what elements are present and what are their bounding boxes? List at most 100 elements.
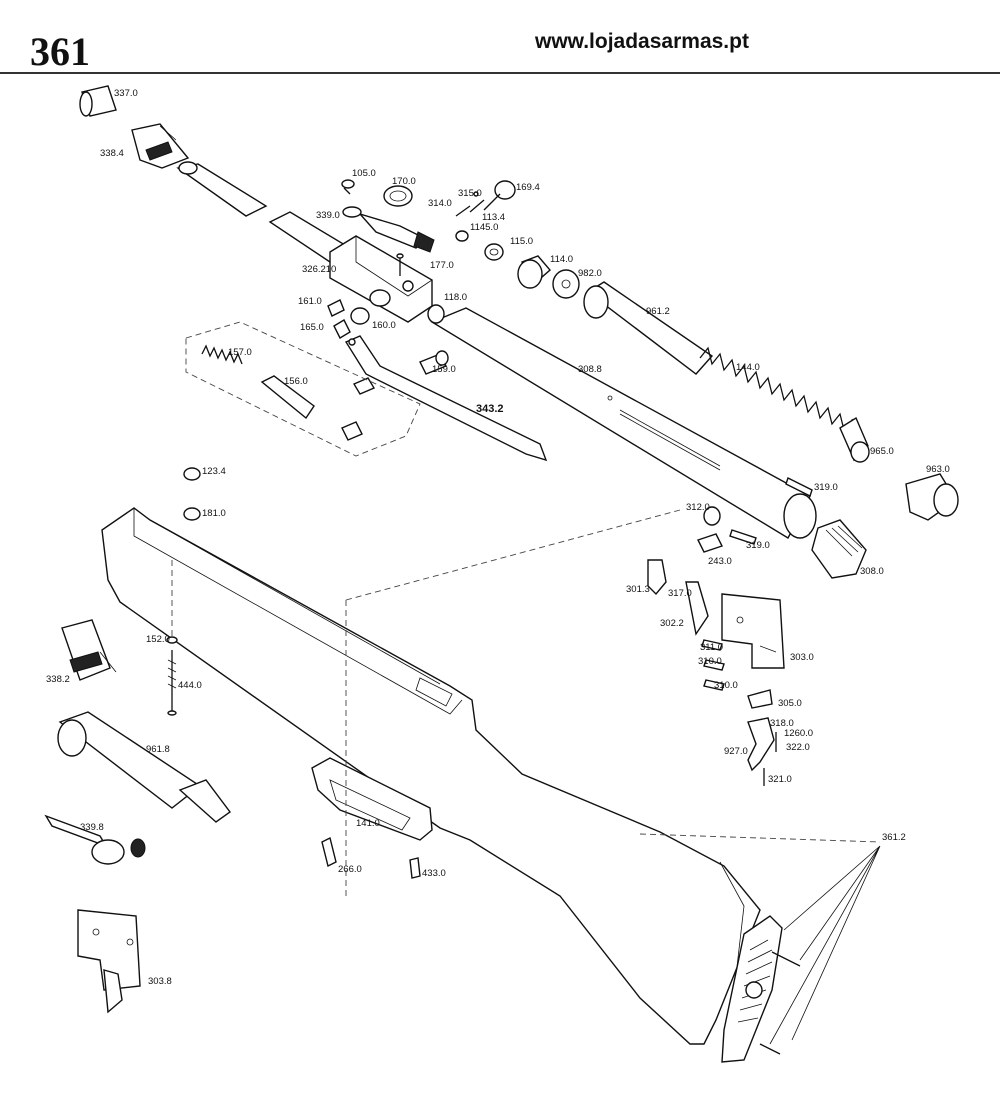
pin-319-lower xyxy=(729,529,757,545)
label-141-0: 141.0 xyxy=(356,818,380,829)
label-161-0: 161.0 xyxy=(298,296,322,307)
label-123-4: 123.4 xyxy=(202,466,226,477)
label-322-0: 322.0 xyxy=(786,742,810,753)
label-321-0: 321.0 xyxy=(768,774,792,785)
pivot-bolt-159 xyxy=(419,350,449,375)
label-319-0-lower: 319.0 xyxy=(746,540,770,551)
label-312-0: 312.0 xyxy=(686,502,710,513)
cocking-lever-343 xyxy=(344,335,548,462)
label-301-3: 301.3 xyxy=(626,584,650,595)
screw-105 xyxy=(341,179,355,195)
screw-177 xyxy=(396,253,404,276)
label-302-2: 302.2 xyxy=(660,618,684,629)
label-159-0: 159.0 xyxy=(432,364,456,375)
seal-114 xyxy=(517,255,551,289)
label-177-0: 177.0 xyxy=(430,260,454,271)
label-1260-0: 1260.0 xyxy=(784,728,813,739)
barrel-front-section xyxy=(176,161,268,217)
front-sight-block xyxy=(131,123,190,169)
label-315-0: 315.0 xyxy=(458,188,482,199)
washer-115 xyxy=(484,243,504,261)
label-963-0: 963.0 xyxy=(926,464,950,475)
screw-433 xyxy=(409,857,421,879)
assembly-outline-dashed xyxy=(185,321,421,457)
label-444-0: 444.0 xyxy=(178,680,202,691)
label-965-0: 965.0 xyxy=(870,446,894,457)
label-144-0: 144.0 xyxy=(736,362,760,373)
leader-361-2 xyxy=(769,845,881,1045)
end-cap-963 xyxy=(905,473,959,521)
label-169-4: 169.4 xyxy=(516,182,540,193)
label-156-0: 156.0 xyxy=(284,376,308,387)
plunger-156 xyxy=(260,375,315,420)
front-sight-cap xyxy=(79,85,117,117)
label-338-2: 338.2 xyxy=(46,674,70,685)
washer-982 xyxy=(552,269,580,299)
label-170-0: 170.0 xyxy=(392,176,416,187)
page-number: 361 xyxy=(30,29,90,74)
label-339-0: 339.0 xyxy=(316,210,340,221)
website-url: www.lojadasarmas.pt xyxy=(535,30,749,53)
label-343-2: 343.2 xyxy=(476,403,504,415)
springs-321-322 xyxy=(763,732,777,786)
adjuster-wheel-169 xyxy=(483,180,516,211)
label-927-0: 927.0 xyxy=(724,746,748,757)
label-105-0: 105.0 xyxy=(352,168,376,179)
label-305-0: 305.0 xyxy=(778,698,802,709)
label-266-0: 266.0 xyxy=(338,864,362,875)
label-961-2: 961.2 xyxy=(646,306,670,317)
part-305 xyxy=(747,689,773,709)
screw-1145 xyxy=(455,230,469,242)
label-115-0: 115.0 xyxy=(510,236,533,247)
spring-157 xyxy=(201,344,243,365)
label-982-0: 982.0 xyxy=(578,268,602,279)
screw-444 xyxy=(166,636,178,716)
label-113-4: 113.4 xyxy=(482,212,505,223)
label-303-0: 303.0 xyxy=(790,652,814,663)
spring-312 xyxy=(703,506,721,526)
label-181-0: 181.0 xyxy=(202,508,226,519)
front-sight-338-2 xyxy=(61,619,117,681)
label-339-8: 339.8 xyxy=(80,822,104,833)
label-961-8: 961.8 xyxy=(146,744,170,755)
rear-sight-339-8 xyxy=(44,814,146,865)
screw-266 xyxy=(321,836,337,868)
label-319-0-upper: 319.0 xyxy=(814,482,838,493)
label-310-0-b: 310.0 xyxy=(714,680,738,691)
piston-961-2 xyxy=(583,281,714,375)
pin-319-upper xyxy=(785,477,813,497)
washer-339 xyxy=(342,206,362,218)
trigger-assembly-303-8 xyxy=(77,909,141,1014)
label-338-4: 338.4 xyxy=(100,148,124,159)
plate-243 xyxy=(697,533,723,553)
stock-caps-123-181 xyxy=(183,467,201,521)
pins-161-165-160 xyxy=(327,299,370,339)
label-361-2: 361.2 xyxy=(882,832,906,843)
label-165-0: 165.0 xyxy=(300,322,324,333)
label-317-0: 317.0 xyxy=(668,588,692,599)
silencer-961-8 xyxy=(57,711,231,823)
small-pins-314-315 xyxy=(455,191,485,217)
trigger-housing-303-0 xyxy=(721,593,785,669)
rear-sight-dial xyxy=(357,185,435,253)
leader-stock-to-trigger xyxy=(345,509,681,601)
label-1145-0: 1145.0 xyxy=(470,222,498,233)
mainspring-144 xyxy=(699,346,857,437)
label-157-0: 157.0 xyxy=(228,347,252,358)
buttplate-361-2 xyxy=(721,915,801,1063)
trigger-927 xyxy=(747,717,775,772)
label-243-0: 243.0 xyxy=(708,556,732,567)
label-152-0: 152.0 xyxy=(146,634,170,645)
label-160-0: 160.0 xyxy=(372,320,396,331)
breech-seal-118 xyxy=(427,304,445,324)
label-337-0: 337.0 xyxy=(114,88,138,99)
label-318-0: 318.0 xyxy=(770,718,794,729)
label-118-0: 118.0 xyxy=(444,292,467,303)
label-303-8: 303.8 xyxy=(148,976,172,987)
label-433-0: 433.0 xyxy=(422,868,446,879)
spring-guide-965 xyxy=(839,416,870,463)
label-308-8: 308.8 xyxy=(578,364,602,375)
label-311-0: 311.0 xyxy=(700,642,723,653)
receiver-block xyxy=(329,235,433,323)
